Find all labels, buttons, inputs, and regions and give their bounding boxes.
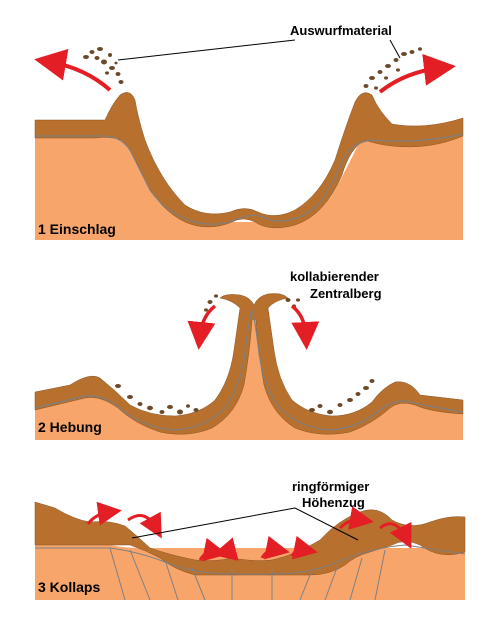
panel-1-arrow-right [378, 53, 456, 94]
panel-1-crust [34, 92, 464, 229]
panel-1-rock-line [35, 133, 464, 225]
panel-2-arrow-left [187, 304, 217, 350]
panel-3-leader-left [131, 507, 296, 539]
panel-3-leader-right [294, 507, 359, 541]
panel-2-uplift: kollabierender Zentralberg 2 Hebung [34, 269, 464, 440]
panel-2-debris-left [115, 384, 199, 415]
panel-1-stage-label: 1 Einschlag [38, 221, 116, 237]
panel-1-leader-left [117, 39, 296, 61]
panel-2-debris-right [309, 379, 375, 415]
panel-2-arrow-right [290, 304, 320, 350]
panel-3-annotation-line1: ringförmiger [292, 479, 369, 494]
panel-1-ejecta-left [83, 47, 124, 84]
panel-1-leader-right [389, 39, 401, 59]
panel-3-collapse: ringförmiger Höhenzug 3 Kollaps [34, 479, 466, 601]
panel-2-stage-label: 2 Hebung [38, 419, 102, 435]
panel-3-annotation-line2: Höhenzug [302, 495, 365, 510]
panel-1-annotation: Auswurfmaterial [290, 23, 392, 38]
panel-1-arrow-left [34, 48, 112, 92]
panel-1-impact: Auswurfmaterial 1 Einschlag [34, 23, 464, 240]
panel-1-ground [35, 128, 463, 240]
panel-2-annotation-line1: kollabierender [290, 269, 379, 284]
panel-3-stage-label: 3 Kollaps [38, 579, 100, 595]
panel-2-rock-line [34, 307, 464, 431]
panel-3-fault-lines [35, 544, 466, 601]
panel-3-arrows [86, 501, 412, 562]
panel-2-ground [35, 305, 463, 440]
panel-2-annotation-line2: Zentralberg [310, 286, 382, 301]
panel-1-ejecta-right [363, 47, 422, 90]
